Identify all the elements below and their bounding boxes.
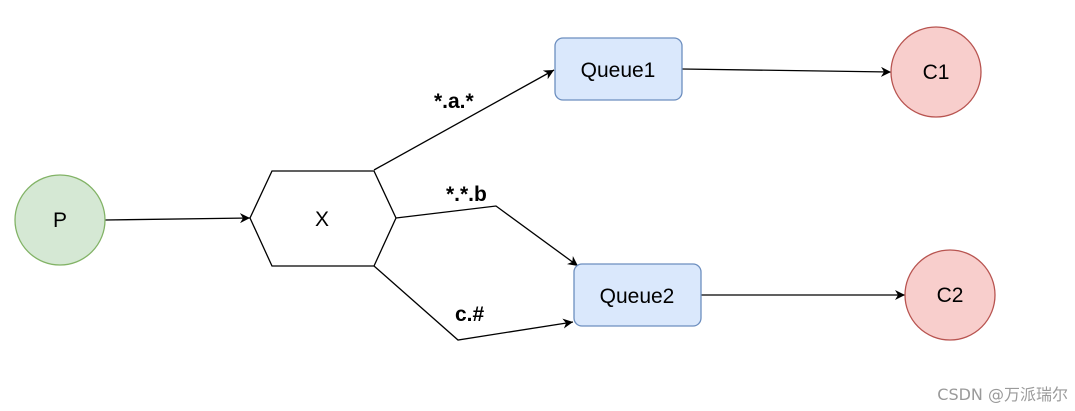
queue2-node: Queue2 (573, 263, 702, 327)
queue1-label: Queue1 (581, 59, 656, 82)
queue1-box (554, 37, 683, 101)
edge-x-to-queue2-b (395, 205, 579, 267)
consumer2-label: C2 (937, 284, 964, 307)
edge-label-b: *.*.b (446, 183, 487, 206)
edge-label-c: c.# (455, 303, 485, 326)
producer-label: P (53, 209, 67, 232)
edge-x-to-queue1 (373, 69, 555, 171)
queue2-label: Queue2 (600, 285, 675, 308)
consumer1-node: C1 (890, 26, 982, 118)
watermark-text: CSDN @万派瑞尔 (937, 385, 1068, 404)
exchange-hexagon (249, 170, 397, 267)
edge-label-a: *.a.* (434, 90, 475, 113)
exchange-label: X (315, 208, 329, 231)
producer-circle (14, 174, 106, 266)
edge-x-to-queue2-c (373, 265, 574, 341)
edge-p-to-x (104, 213, 251, 224)
exchange-node: X (249, 170, 397, 267)
queue1-node: Queue1 (554, 37, 683, 101)
consumer2-circle (904, 249, 996, 341)
producer-node: P (14, 174, 106, 266)
consumer1-circle (890, 26, 982, 118)
edge-queue1-to-c1 (681, 66, 892, 77)
consumer1-label: C1 (923, 61, 950, 84)
queue2-box (573, 263, 702, 327)
consumer2-node: C2 (904, 249, 996, 341)
